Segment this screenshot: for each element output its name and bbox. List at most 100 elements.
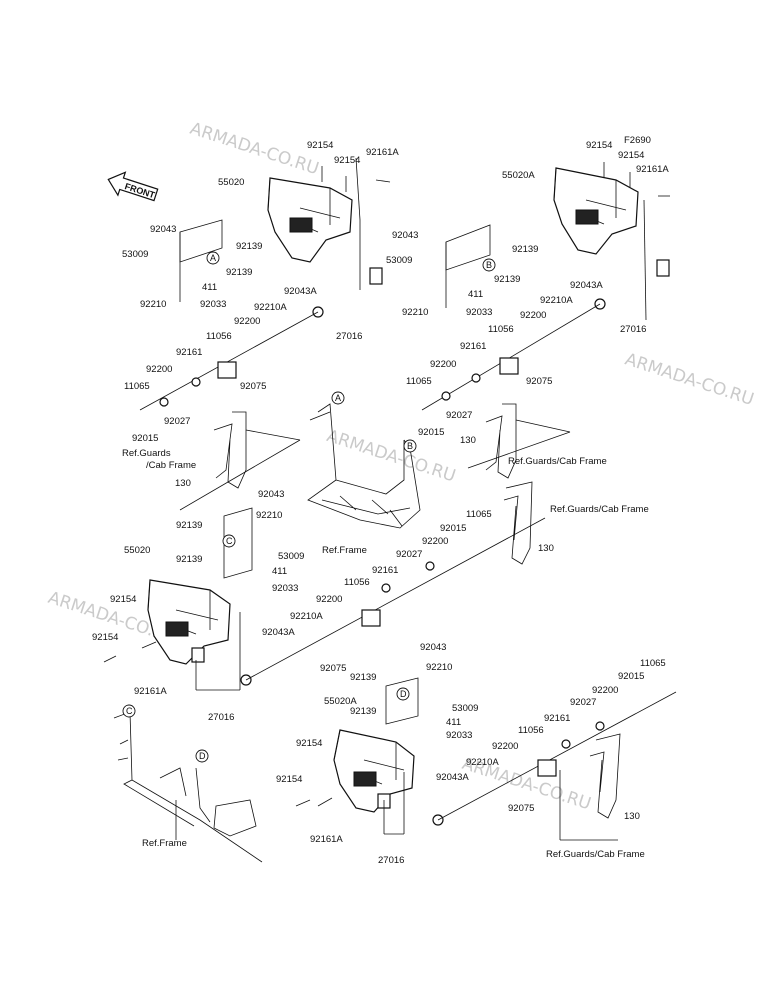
part-label-g4-92200b: 92200 [592, 685, 618, 696]
part-label-g1-ref1: Ref.Guards [122, 448, 171, 459]
part-label-g4-92154a: 92154 [296, 738, 322, 749]
bubble-b-top-label: B [486, 260, 492, 270]
cover-vent-3 [165, 621, 189, 637]
part-label-bl-ref: Ref.Frame [142, 838, 187, 849]
part-label-g4-92154b: 92154 [276, 774, 302, 785]
bubble-a-mid [331, 391, 345, 405]
part-label-g4-92210a: 92210A [466, 757, 499, 768]
part-label-g1-92027: 92027 [164, 416, 190, 427]
part-label-g4-92210: 92210 [426, 662, 452, 673]
watermark-1: ARMADA-CO.RU [188, 119, 322, 179]
part-label-g1-92200b: 92200 [146, 364, 172, 375]
part-label-g1-11065: 11065 [124, 381, 150, 392]
part-label-g1-53009: 53009 [122, 249, 148, 260]
part-label-g1-92043: 92043 [150, 224, 176, 235]
frame-bottom-left: C D Ref.Frame [113, 704, 263, 863]
part-label-g4-55020a: 55020A [324, 696, 357, 707]
cover-vent-4 [353, 771, 377, 787]
part-label-g4-92200: 92200 [492, 741, 518, 752]
part-label-g4-411: 411 [446, 717, 461, 728]
bubble-b-top [482, 258, 496, 272]
part-label-g2-92033: 92033 [466, 307, 492, 318]
part-label-g3-11065: 11065 [466, 509, 492, 520]
part-label-g3-130: 130 [538, 543, 554, 554]
part-label-g4-92139a: 92139 [350, 672, 376, 683]
part-label-g2-92015: 92015 [418, 427, 444, 438]
part-label-g4-11065: 11065 [640, 658, 666, 669]
part-label-g4-92161a: 92161A [310, 834, 343, 845]
part-label-g1-92161: 92161 [176, 347, 202, 358]
part-label-g4-92027: 92027 [570, 697, 596, 708]
part-label-g1-130: 130 [175, 478, 191, 489]
bubble-c-mid [222, 534, 236, 548]
part-label-g1-27016: 27016 [336, 331, 362, 342]
part-label-g2-11065: 11065 [406, 376, 432, 387]
bubble-d-mid-label: D [400, 689, 407, 699]
part-label-g2-92210a: 92210A [540, 295, 573, 306]
part-label-g2-92200a: 92200 [520, 310, 546, 321]
grommet-part [217, 361, 237, 379]
part-label-g1-92154a: 92154 [307, 140, 333, 151]
part-label-g1-92161a: 92161A [366, 147, 399, 158]
part-label-g3-92075: 92075 [320, 663, 346, 674]
part-label-g3-92210a: 92210A [290, 611, 323, 622]
part-label-g2-11056: 11056 [488, 324, 514, 335]
part-label-g4-130: 130 [624, 811, 640, 822]
bubble-c-mid-label: C [226, 536, 233, 546]
part-label-g2-92139b: 92139 [494, 274, 520, 285]
part-label-g1-92033: 92033 [200, 299, 226, 310]
shaft-line-2 [421, 303, 601, 411]
part-label-g1-92015: 92015 [132, 433, 158, 444]
clamp-part [369, 267, 383, 285]
part-label-g2-130: 130 [460, 435, 476, 446]
group-top-left: A 92154 92154 92161A 55020 92043 92139 5… [122, 140, 399, 511]
part-label-g3-ref: Ref.Guards/Cab Frame [550, 504, 649, 515]
part-label-g4-92015: 92015 [618, 671, 644, 682]
part-label-g3-92139b: 92139 [176, 554, 202, 565]
guard-part-3 [503, 481, 533, 565]
guard-part-2 [485, 403, 517, 479]
clamp-part-2 [656, 259, 670, 277]
bubble-a-mid-label: A [335, 393, 341, 403]
part-label-g1-92043a: 92043A [284, 286, 317, 297]
part-label-g3-92033: 92033 [272, 583, 298, 594]
part-label-g1-411: 411 [202, 282, 217, 293]
bubble-d-bottom [195, 749, 209, 763]
shaft-line-3 [245, 517, 546, 681]
cover-vent-2 [575, 209, 599, 225]
part-label-g4-92139b: 92139 [350, 706, 376, 717]
part-label-g4-ref: Ref.Guards/Cab Frame [546, 849, 645, 860]
part-label-g4-92043a: 92043A [436, 772, 469, 783]
figure-code: F2690 [624, 135, 651, 146]
part-label-g1-ref2: /Cab Frame [146, 460, 196, 471]
part-label-g4-92161: 92161 [544, 713, 570, 724]
watermarks: ARMADA-CO.RU ARMADA-CO.RU ARMADA-CO.RU A… [46, 119, 757, 815]
part-label-mid-ref: Ref.Frame [322, 545, 367, 556]
part-label-g3-92139a: 92139 [176, 520, 202, 531]
part-label-g2-55020a: 55020A [502, 170, 535, 181]
shaft-line-4 [437, 691, 677, 821]
part-label-g1-92139a: 92139 [236, 241, 262, 252]
group-mid-left: C 92043 92210 92139 92139 53009 411 9203… [92, 481, 649, 723]
bubble-c-bottom-label: C [126, 706, 133, 716]
bubble-d-bottom-label: D [199, 751, 206, 761]
part-label-g2-27016: 27016 [620, 324, 646, 335]
part-label-g3-92200: 92200 [316, 594, 342, 605]
frame-middle: A B Ref.Frame [307, 391, 421, 556]
part-label-g4-92043: 92043 [420, 642, 446, 653]
part-label-g3-92210: 92210 [256, 510, 282, 521]
part-label-g2-53009: 53009 [386, 255, 412, 266]
cover-55020-lower-part [147, 579, 231, 665]
part-label-g3-55020: 55020 [124, 545, 150, 556]
part-label-g3-92027: 92027 [396, 549, 422, 560]
part-label-g3-92200b: 92200 [422, 536, 448, 547]
part-label-g1-92200a: 92200 [234, 316, 260, 327]
bubble-b-mid [403, 439, 417, 453]
bubble-a-top-label: A [210, 253, 216, 263]
part-label-g2-92139a: 92139 [512, 244, 538, 255]
part-label-g1-92075: 92075 [240, 381, 266, 392]
part-label-g2-92027: 92027 [446, 410, 472, 421]
part-label-g3-27016: 27016 [208, 712, 234, 723]
part-label-g4-92075: 92075 [508, 803, 534, 814]
